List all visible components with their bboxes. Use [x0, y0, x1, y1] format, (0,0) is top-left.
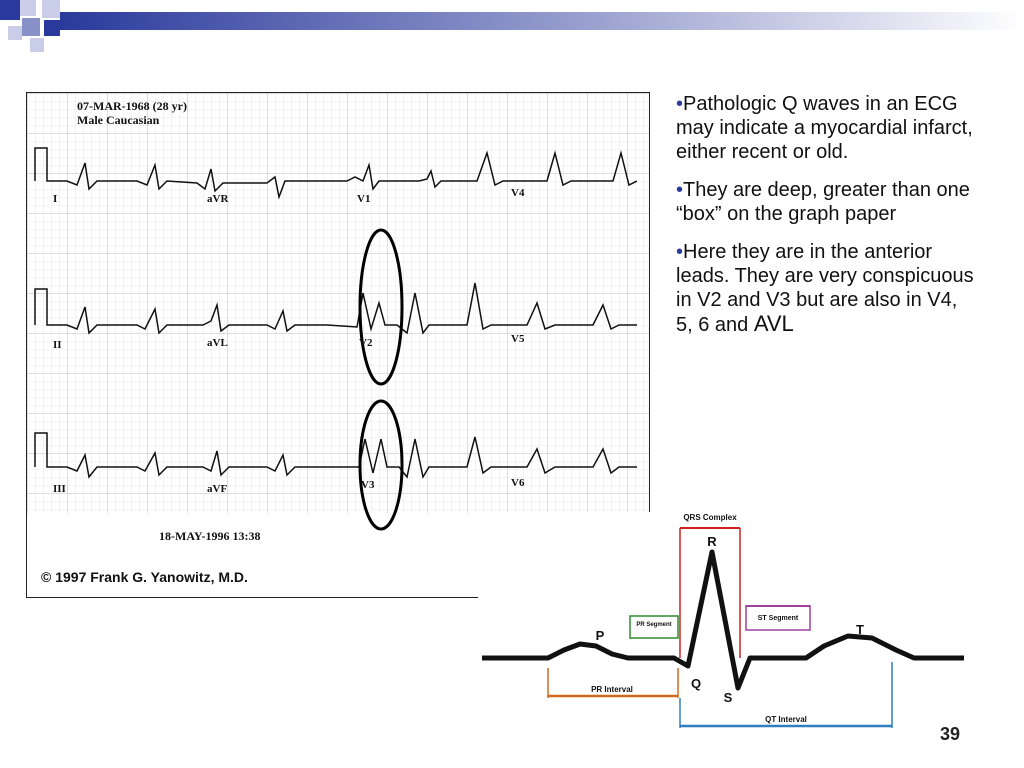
- title-bar-decoration: [0, 0, 1024, 52]
- bullet-text: Here they are in the anterior leads. The…: [676, 241, 974, 336]
- bullet-item: •They are deep, greater than one “box” o…: [676, 178, 976, 226]
- gradient-bar: [0, 0, 1024, 52]
- lead-label-i: I: [53, 193, 58, 205]
- label-st-segment: ST Segment: [758, 615, 799, 622]
- lead-label-avr: aVR: [207, 193, 229, 205]
- bullet-text: Pathologic Q waves in an ECG may indicat…: [676, 93, 973, 163]
- lead-label-v3: V3: [361, 479, 375, 491]
- pqrst-waveform: QRS Complex R P Q S T PR Segment ST Segm…: [478, 512, 966, 736]
- v3-highlight-ellipse: [358, 399, 404, 531]
- bullet-marker: •: [676, 241, 684, 263]
- page-number: 39: [940, 724, 961, 744]
- lead-label-ii: II: [53, 339, 62, 351]
- bullet-marker: •: [676, 179, 684, 201]
- ecg-record-date: 18-MAY-1996 13:38: [159, 529, 261, 543]
- bullet-marker: •: [676, 93, 684, 115]
- label-qt-interval: QT Interval: [765, 715, 807, 724]
- bullet-list: •Pathologic Q waves in an ECG may indica…: [676, 92, 976, 351]
- lead-label-v5: V5: [511, 333, 525, 345]
- lead-label-iii: III: [53, 483, 66, 495]
- label-qrs-complex: QRS Complex: [683, 513, 737, 522]
- label-pr-interval: PR Interval: [591, 685, 633, 694]
- label-s: S: [724, 690, 733, 705]
- lead-label-v1: V1: [357, 193, 371, 205]
- ecg-header-date: 07-MAR-1968 (28 yr): [77, 99, 187, 113]
- ecg-copyright: © 1997 Frank G. Yanowitz, M.D.: [41, 569, 248, 585]
- bullet-emphasis: AVL: [753, 311, 794, 336]
- lead-label-v4: V4: [511, 187, 525, 199]
- lead-label-v2: V2: [359, 337, 373, 349]
- ecg-header-patient: Male Caucasian: [77, 113, 160, 127]
- bullet-item: •Pathologic Q waves in an ECG may indica…: [676, 92, 976, 164]
- bullet-text: They are deep, greater than one “box” on…: [676, 179, 970, 225]
- bullet-item: •Here they are in the anterior leads. Th…: [676, 240, 976, 337]
- label-q: Q: [691, 676, 701, 691]
- lead-label-avf: aVF: [207, 483, 228, 495]
- lead-label-v6: V6: [511, 477, 525, 489]
- label-pr-segment: PR Segment: [636, 622, 671, 628]
- label-p: P: [596, 628, 605, 643]
- v2-highlight-ellipse: [358, 228, 404, 386]
- label-r: R: [707, 534, 717, 549]
- pqrst-diagram: QRS Complex R P Q S T PR Segment ST Segm…: [478, 512, 966, 736]
- lead-label-avl: aVL: [207, 337, 228, 349]
- label-t: T: [856, 622, 864, 637]
